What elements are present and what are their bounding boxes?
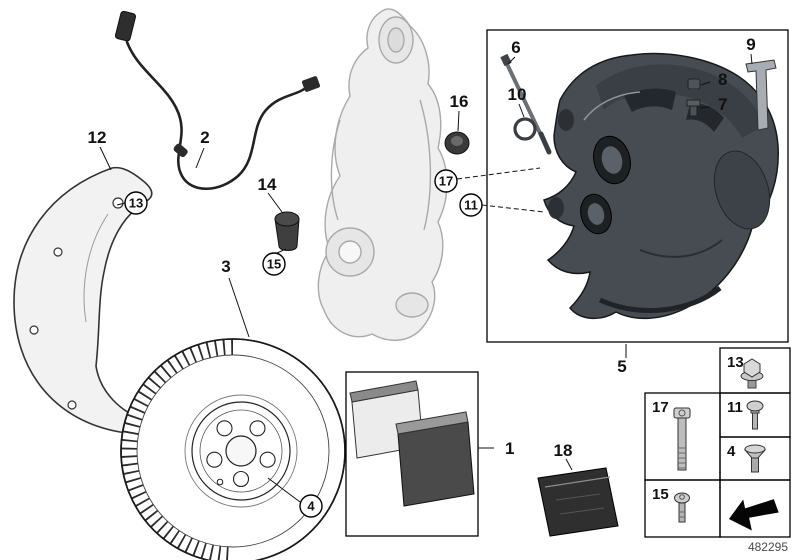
steering-knuckle: [317, 8, 448, 341]
cover-cap-part: [444, 131, 470, 155]
legend-label-17: 17: [652, 399, 669, 416]
grease-pack-part: [537, 467, 619, 537]
legend-label-4: 4: [727, 443, 736, 460]
guide-pin-part: [500, 54, 552, 155]
long-bolt-icon: [673, 407, 691, 471]
callout-boot-screw[interactable]: 15: [262, 252, 286, 276]
svg-text:17: 17: [439, 174, 453, 189]
callout-retaining-clip[interactable]: 9: [746, 35, 755, 54]
seal-ring-part: [513, 117, 537, 141]
leader-lines: [99, 53, 753, 503]
callout-guide-boot[interactable]: 14: [258, 175, 277, 194]
legend-cell-arrow[interactable]: [719, 479, 791, 538]
callout-bleeder-screw[interactable]: 7: [718, 95, 727, 114]
svg-text:4: 4: [307, 499, 315, 514]
callout-seal-ring[interactable]: 10: [508, 85, 527, 104]
callout-disc[interactable]: 3: [221, 257, 230, 276]
callout-caliper[interactable]: 5: [617, 357, 626, 376]
callout-set-screw[interactable]: 4: [299, 494, 323, 518]
callout-mounting-bolt[interactable]: 11: [459, 193, 483, 217]
callout-dust-shield[interactable]: 12: [88, 128, 107, 147]
callout-guide-pin[interactable]: 6: [511, 38, 520, 57]
svg-text:11: 11: [464, 198, 478, 213]
caliper-part: [543, 52, 779, 320]
guide-boot-part: [274, 211, 300, 251]
legend-label-15: 15: [652, 486, 669, 503]
bleeder-screw-part: [686, 99, 701, 117]
callout-labels: 1 2 3 5 6 7 8 9 10 12 14 16 18: [88, 35, 756, 460]
callout-grease[interactable]: 18: [554, 441, 573, 460]
countersunk-screw-icon: [743, 444, 767, 473]
callout-guide-screw[interactable]: 17: [434, 169, 458, 193]
small-bolt-icon: [746, 400, 764, 430]
svg-text:15: 15: [267, 257, 281, 272]
legend-table: 13 17 11 4 15: [644, 347, 791, 538]
callout-sensor[interactable]: 2: [200, 128, 209, 147]
bleeder-cap-part: [687, 78, 701, 93]
callout-bleeder-cap[interactable]: 8: [718, 70, 727, 89]
direction-arrow-icon: [728, 499, 779, 531]
callout-pads[interactable]: 1: [505, 439, 514, 458]
callout-cover-cap[interactable]: 16: [450, 92, 469, 111]
legend-label-11: 11: [727, 399, 743, 416]
brake-disc-part: [120, 338, 346, 560]
retaining-clip-part: [745, 59, 777, 131]
svg-text:13: 13: [129, 196, 143, 211]
flange-bolt-icon: [740, 358, 764, 389]
brake-pads-part: [345, 371, 479, 537]
image-number: 482295: [748, 540, 788, 554]
caliper-box: [486, 29, 789, 343]
wear-sensor-part: [114, 10, 321, 190]
legend-label-13: 13: [727, 354, 744, 371]
torx-screw-icon: [674, 492, 690, 523]
callout-shield-bolt[interactable]: 13: [124, 191, 148, 215]
